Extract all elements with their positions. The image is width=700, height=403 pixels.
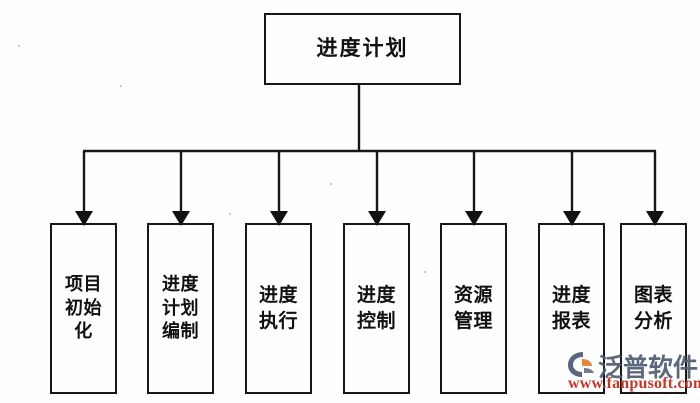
node-chart-analysis[interactable]: 图表 分析 xyxy=(620,223,687,394)
arrowhead-icon-5 xyxy=(563,211,581,226)
node-schedule-report[interactable]: 进度 报表 xyxy=(538,223,605,394)
scan-speck xyxy=(120,85,122,87)
node-label-project-initialization: 项目 初始 化 xyxy=(65,273,102,343)
scan-speck xyxy=(330,183,332,185)
node-label-chart-analysis: 图表 分析 xyxy=(633,284,673,332)
node-label-schedule-execution: 进度 执行 xyxy=(258,284,298,332)
node-project-initialization[interactable]: 项目 初始 化 xyxy=(50,223,117,394)
arrowhead-icon-1 xyxy=(172,211,190,226)
node-schedule-control[interactable]: 进度 控制 xyxy=(343,223,410,394)
node-resource-management[interactable]: 资源 管理 xyxy=(440,223,507,394)
node-root-label: 进度计划 xyxy=(316,36,409,61)
arrowhead-icon-0 xyxy=(75,211,93,226)
scan-speck xyxy=(18,45,20,47)
node-label-resource-management: 资源 管理 xyxy=(453,284,493,332)
node-root-schedule-plan[interactable]: 进度计划 xyxy=(264,13,461,85)
arrowhead-icon-2 xyxy=(270,211,288,226)
arrowhead-icon-4 xyxy=(465,211,483,226)
node-schedule-execution[interactable]: 进度 执行 xyxy=(245,223,312,394)
node-label-schedule-report: 进度 报表 xyxy=(551,284,591,332)
arrowhead-icon-6 xyxy=(646,211,664,226)
scan-speck xyxy=(424,271,426,273)
node-label-schedule-control: 进度 控制 xyxy=(356,284,396,332)
node-label-schedule-plan-preparation: 进度 计划 编制 xyxy=(162,273,199,343)
scan-speck xyxy=(229,213,231,215)
node-schedule-plan-preparation[interactable]: 进度 计划 编制 xyxy=(147,223,214,394)
arrowhead-icon-3 xyxy=(368,211,386,226)
